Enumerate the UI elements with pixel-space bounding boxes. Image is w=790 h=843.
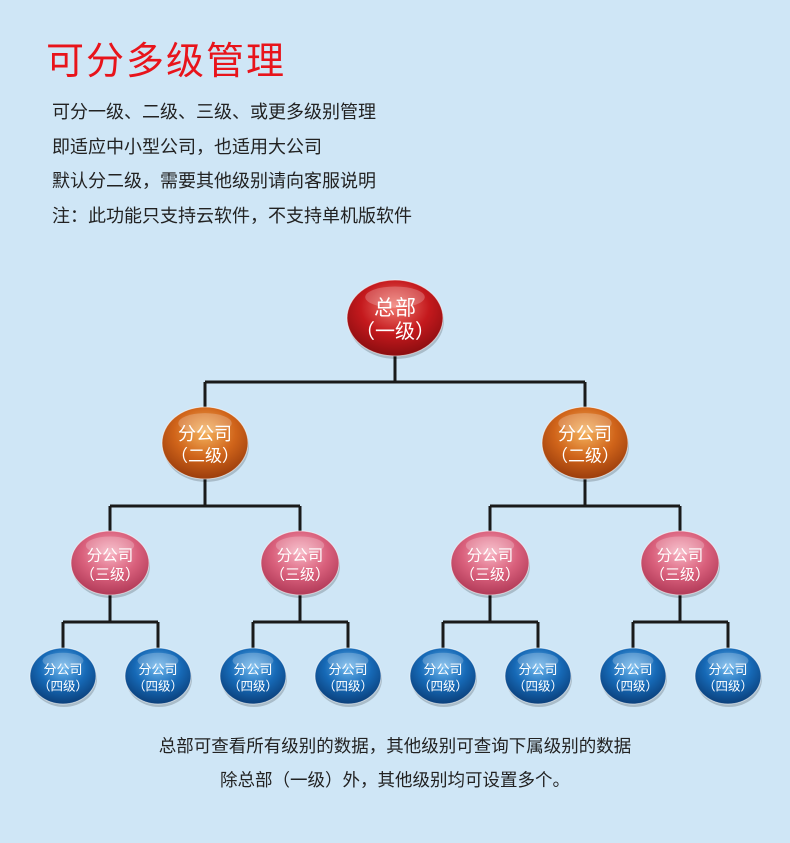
node-shape [161, 406, 249, 480]
node-label-line2: （四级） [38, 679, 88, 694]
node-level4-7: 分公司（四级） [599, 647, 667, 707]
description-line-3: 默认分二级，需要其他级别请向客服说明 [52, 171, 376, 192]
footer-line-2: 除总部（一级）外，其他级别均可设置多个。 [220, 771, 570, 791]
node-label-line2: （四级） [703, 679, 753, 694]
node-label-line1: 分公司 [178, 424, 232, 445]
node-shape [70, 530, 150, 596]
node-label-line1: 分公司 [328, 663, 367, 678]
node-label-line1: 分公司 [708, 663, 747, 678]
node-label-line1: 分公司 [87, 546, 134, 564]
node-label-line2: （三级） [650, 566, 710, 584]
node-level1-1: 总部（一级） [346, 279, 444, 359]
node-label-line2: （四级） [418, 679, 468, 694]
node-shape [346, 279, 444, 357]
page-title: 可分多级管理 [46, 39, 287, 83]
node-shape [599, 647, 667, 705]
node-shape [504, 647, 572, 705]
node-label-line2: （四级） [228, 679, 278, 694]
node-level3-1: 分公司 （三级） [70, 530, 150, 598]
node-label-line1: 分公司 [138, 663, 177, 678]
node-level4-5: 分公司（四级） [409, 647, 477, 707]
node-label-line1: 分公司 [233, 663, 272, 678]
node-level4-2: 分公司（四级） [124, 647, 192, 707]
description-block: 可分一级、二级、三级、或更多级别管理 即适应中小型公司，也适用大公司 默认分二级… [52, 96, 412, 234]
node-label-line2: （四级） [513, 679, 563, 694]
node-label-line1: 分公司 [423, 663, 462, 678]
node-label-line2: （一级） [355, 319, 435, 343]
node-shape [260, 530, 340, 596]
description-line-1: 可分一级、二级、三级、或更多级别管理 [52, 102, 376, 123]
node-level4-1: 分公司（四级） [29, 647, 97, 707]
node-label-line1: 分公司 [558, 424, 612, 445]
node-label-line2: （二级） [551, 447, 619, 467]
node-shape [124, 647, 192, 705]
node-label-line1: 总部 [374, 296, 416, 320]
node-shape [409, 647, 477, 705]
node-level3-2: 分公司 （三级） [260, 530, 340, 598]
node-label-line1: 分公司 [518, 663, 557, 678]
node-level2-1: 分公司（二级） [161, 406, 249, 482]
node-level4-4: 分公司（四级） [314, 647, 382, 707]
description-line-2: 即适应中小型公司，也适用大公司 [52, 136, 322, 158]
node-label-line2: （三级） [80, 566, 140, 584]
node-label-line2: （四级） [133, 679, 183, 694]
node-level2-2: 分公司（二级） [541, 406, 629, 482]
node-label-line1: 分公司 [467, 546, 514, 564]
node-label-line2: （二级） [171, 447, 239, 467]
node-label-line1: 分公司 [43, 663, 82, 678]
node-label-line1: 分公司 [657, 546, 704, 564]
node-label-line2: （四级） [608, 679, 658, 694]
node-shape [541, 406, 629, 480]
node-level4-8: 分公司（四级） [694, 647, 762, 707]
node-label-line2: （四级） [323, 679, 373, 694]
node-level4-6: 分公司（四级） [504, 647, 572, 707]
node-label-line2: （三级） [270, 566, 330, 584]
node-level3-4: 分公司 （三级） [640, 530, 720, 598]
description-line-4: 注：此功能只支持云软件，不支持单机版软件 [52, 205, 412, 227]
node-shape [314, 647, 382, 705]
node-shape [450, 530, 530, 596]
node-label-line2: （三级） [460, 566, 520, 584]
node-shape [219, 647, 287, 705]
node-shape [694, 647, 762, 705]
footer-line-1: 总部可查看所有级别的数据，其他级别可查询下属级别的数据 [158, 737, 632, 757]
connector-lines [61, 352, 730, 648]
node-level4-3: 分公司（四级） [219, 647, 287, 707]
node-shape [640, 530, 720, 596]
node-label-line1: 分公司 [613, 663, 652, 678]
node-level3-3: 分公司 （三级） [450, 530, 530, 598]
node-group: 总部（一级）分公司（二级）分公司（二级）分公司（三级）分公司（三级）分公司（三级… [29, 279, 762, 707]
node-shape [29, 647, 97, 705]
node-label-line1: 分公司 [277, 546, 324, 564]
